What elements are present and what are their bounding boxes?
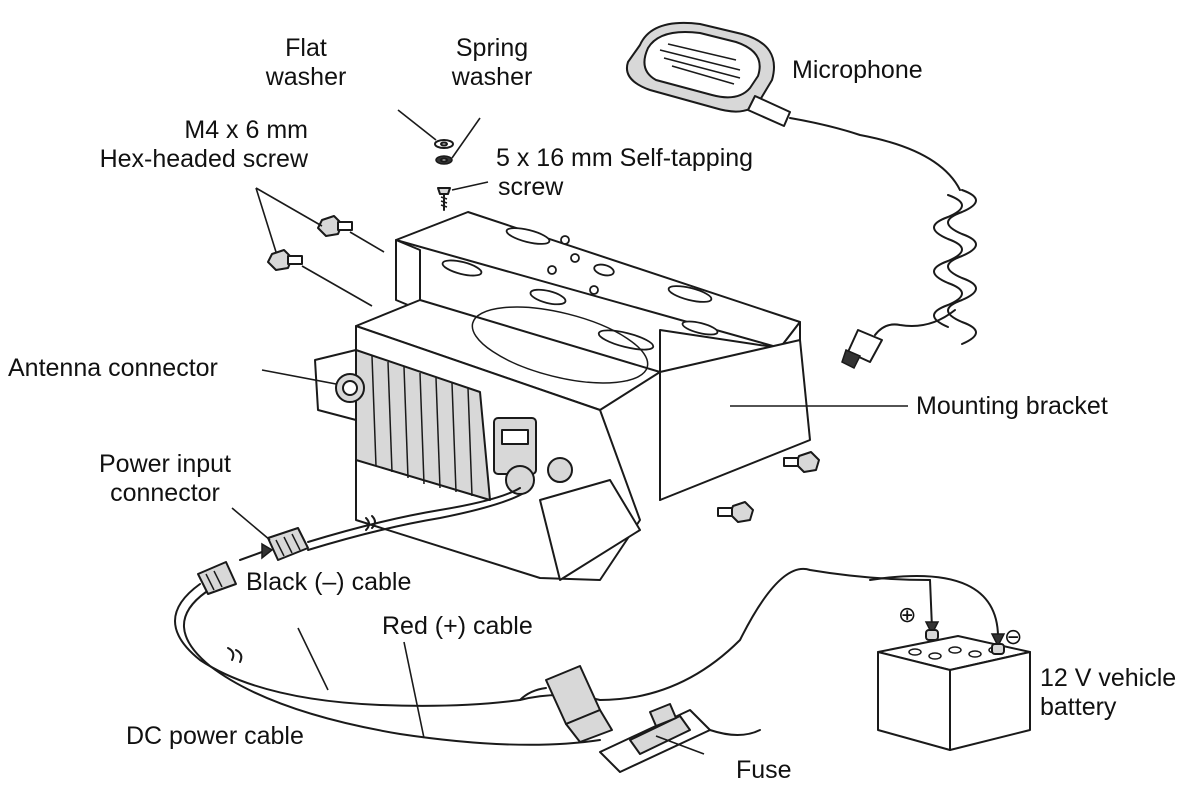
black-cable-label: Black (–) cable (246, 568, 412, 596)
flat-washer-label: Flat washer (258, 34, 354, 92)
self-tapping-label-line2: screw (498, 173, 564, 201)
spring-washer-label-line1: Spring (455, 34, 529, 62)
battery-minus-symbol: ⊖ (1004, 624, 1023, 649)
hex-screw-label-line1: M4 x 6 mm (184, 116, 308, 144)
spring-washer-label: Spring washer (432, 34, 552, 92)
microphone-label: Microphone (792, 56, 923, 84)
microphone-icon (626, 21, 977, 370)
fuse-icon (519, 665, 761, 773)
battery-label-line2: battery (1040, 693, 1117, 721)
washer-icon (434, 139, 454, 165)
radio-unit-icon (314, 299, 811, 581)
battery-label-line1: 12 V vehicle (1040, 664, 1177, 692)
leader-lines (231, 109, 908, 755)
screw-icon (267, 187, 820, 523)
antenna-connector-label: Antenna connector (8, 354, 218, 382)
self-tapping-label-line1: 5 x 16 mm Self-tapping (496, 144, 754, 172)
battery-plus-symbol: ⊕ (898, 602, 917, 627)
hex-screw-label: M4 x 6 mm Hex-headed screw (50, 116, 308, 174)
mounting-bracket-label: Mounting bracket (916, 392, 1108, 420)
power-input-label-line1: Power input (98, 450, 232, 478)
battery-icon (877, 629, 1031, 751)
battery-label: 12 V vehicle battery (1040, 664, 1176, 722)
dc-power-cable-label: DC power cable (126, 722, 304, 750)
hex-screw-label-line2: Hex-headed screw (99, 145, 308, 173)
red-cable-label: Red (+) cable (382, 612, 533, 640)
power-input-label-line2: connector (110, 479, 220, 507)
flat-washer-label-line2: washer (265, 63, 347, 91)
spring-washer-label-line2: washer (451, 63, 533, 91)
self-tapping-screw-label: 5 x 16 mm Self-tapping screw (496, 144, 806, 202)
connector-icon (197, 527, 309, 595)
flat-washer-label-line1: Flat (285, 34, 327, 62)
fuse-label: Fuse (736, 756, 792, 784)
power-input-connector-label: Power input connector (70, 450, 260, 508)
